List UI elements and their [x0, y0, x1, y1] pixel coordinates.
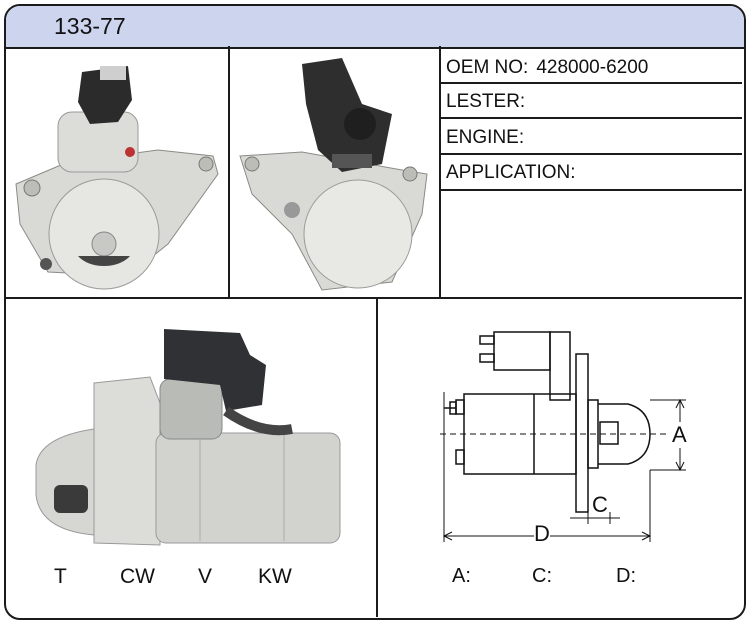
divider [228, 46, 230, 299]
dimension-field-d: D: [616, 565, 636, 588]
spec-engine: ENGINE: [446, 127, 532, 149]
spec-label: APPLICATION: [446, 162, 576, 183]
dimension-field-label: A: [452, 565, 471, 587]
model-number: 133-77 [54, 13, 126, 39]
spec-label: LESTER: [446, 91, 526, 112]
divider [6, 297, 742, 299]
dimension-a-label: A [672, 422, 687, 448]
dimension-field-c: C: [532, 565, 552, 588]
divider [441, 189, 742, 191]
header-bar: 133-77 [6, 6, 744, 49]
divider [441, 117, 742, 119]
divider [376, 297, 378, 617]
dimension-c-label: C [592, 492, 608, 517]
spec-label: ENGINE: [446, 127, 525, 148]
rotation-label-v: V [198, 565, 213, 588]
dimension-field-a: A: [452, 565, 471, 588]
divider [441, 82, 742, 84]
dimension-field-label: C: [532, 565, 552, 587]
spec-value: 428000-6200 [536, 57, 649, 78]
spec-application: APPLICATION: [446, 162, 584, 184]
spec-label: OEM NO: [446, 57, 529, 78]
divider [439, 46, 441, 299]
dimension-d-label: D [534, 521, 550, 547]
spec-lester: LESTER: [446, 91, 533, 113]
divider [441, 153, 742, 155]
rotation-label-cw: CW [120, 565, 155, 588]
starter-rear-photo [239, 58, 428, 291]
starter-front-photo [15, 66, 219, 290]
starter-side-photo [35, 329, 341, 546]
dimension-field-label: D: [616, 565, 636, 587]
rotation-label-t: T [54, 565, 67, 588]
spec-oem: OEM NO: 428000-6200 [446, 57, 648, 79]
rotation-label-kw: KW [258, 565, 292, 588]
